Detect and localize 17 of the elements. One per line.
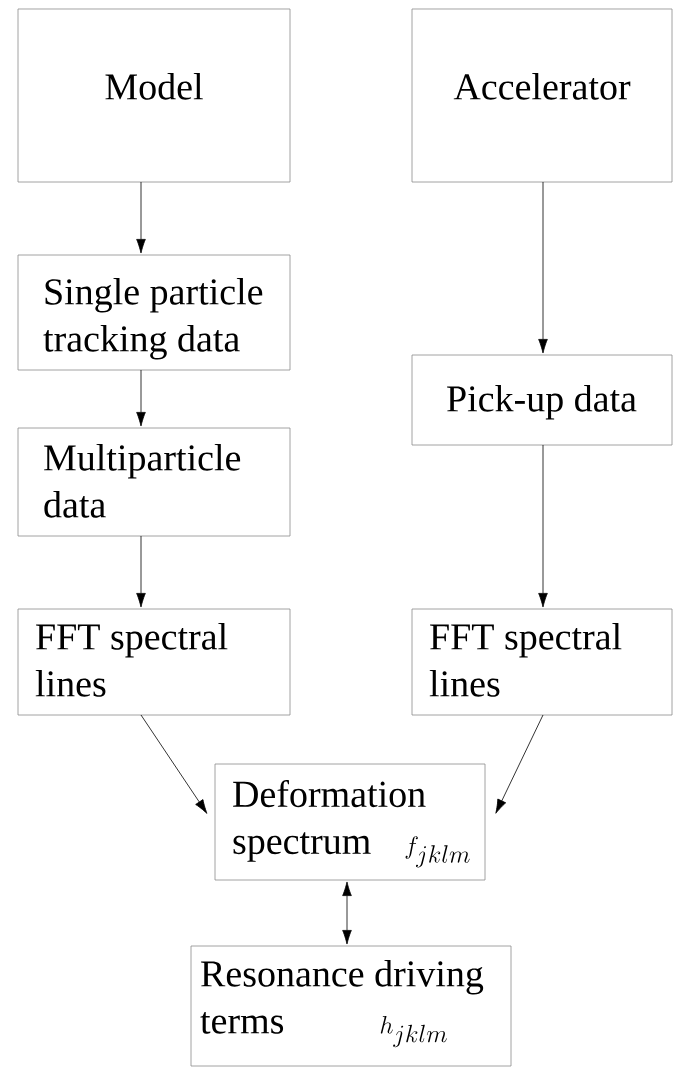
arrow xyxy=(140,714,208,814)
arrow xyxy=(538,444,548,608)
arrow xyxy=(136,535,146,608)
arrow xyxy=(495,714,544,814)
arrow xyxy=(538,181,548,354)
arrow xyxy=(342,881,352,945)
arrow xyxy=(136,181,146,254)
process-box: Accelerator xyxy=(411,8,673,183)
process-box: Model xyxy=(17,8,291,183)
process-box: FFT spectral lines xyxy=(17,608,291,716)
process-box: Multiparticle data xyxy=(17,427,291,537)
process-box: Single particle tracking data xyxy=(17,254,291,371)
process-box: Pick-up data xyxy=(411,354,673,446)
arrow xyxy=(136,369,146,427)
process-box: Deformation spectrum $f_{jklm}$ xyxy=(214,763,486,881)
process-box: FFT spectral lines xyxy=(411,608,673,716)
process-box: Resonance driving terms $h_{jklm}$ xyxy=(190,945,512,1067)
